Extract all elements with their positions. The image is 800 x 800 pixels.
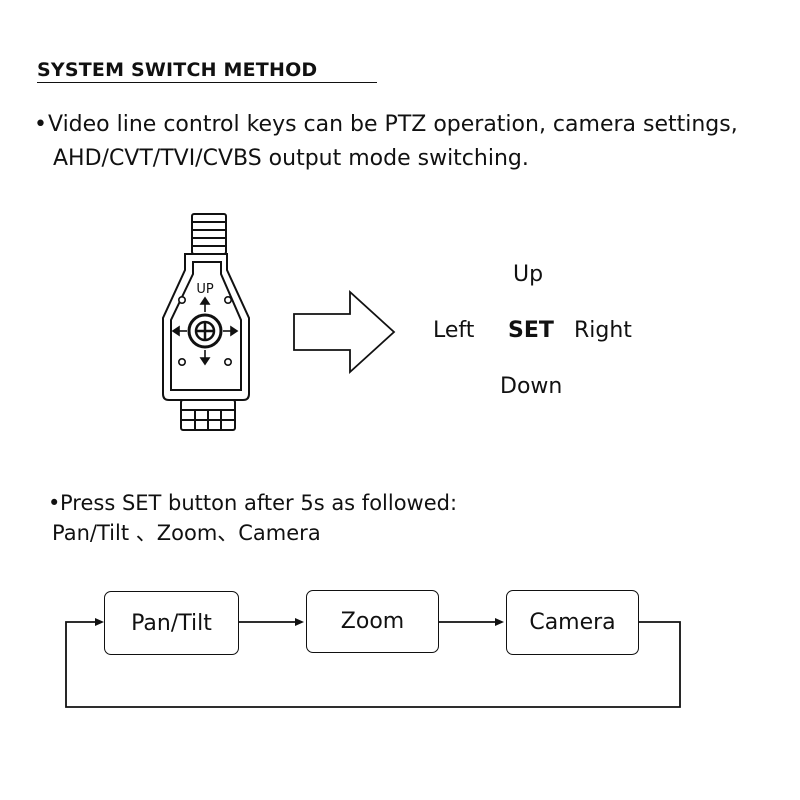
joystick-controller-icon: UP	[162, 213, 250, 431]
bullet2-line-1: •Press SET button after 5s as followed:	[48, 488, 457, 518]
direction-set-label: SET	[508, 318, 554, 343]
flow-step-camera: Camera	[506, 590, 639, 655]
direction-left-label: Left	[433, 318, 475, 343]
direction-up-label: Up	[513, 262, 544, 287]
bullet-text-1: Video line control keys can be PTZ opera…	[48, 112, 738, 137]
flow-step-zoom: Zoom	[306, 590, 439, 653]
bullet-press-set: •Press SET button after 5s as followed: …	[48, 488, 457, 548]
bullet-line-1: •Video line control keys can be PTZ oper…	[34, 108, 794, 142]
hollow-arrow-icon	[293, 290, 396, 375]
bullet-marker: •	[34, 112, 47, 137]
bullet-marker: •	[48, 491, 61, 515]
direction-right-label: Right	[574, 318, 632, 343]
remote-up-label: UP	[196, 282, 214, 297]
bullet-video-line-control: •Video line control keys can be PTZ oper…	[34, 108, 794, 176]
bullet-line-2: AHD/CVT/TVI/CVBS output mode switching.	[53, 146, 529, 171]
bullet2-text-1: Press SET button after 5s as followed:	[60, 491, 458, 515]
bullet2-line-2: Pan/Tilt 、Zoom、Camera	[52, 521, 321, 545]
direction-down-label: Down	[500, 374, 563, 399]
flow-step-pan-tilt: Pan/Tilt	[104, 591, 239, 655]
section-heading: SYSTEM SWITCH METHOD	[37, 58, 378, 83]
